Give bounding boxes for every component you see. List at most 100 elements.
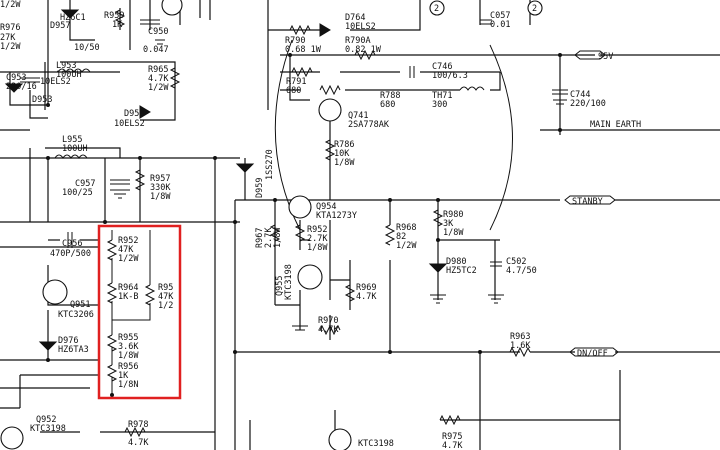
ground-symbols xyxy=(110,39,567,331)
label-q955-value: KTC3198 xyxy=(284,264,294,300)
label-r952b: R952 xyxy=(307,225,327,235)
label-r952b-value: 2.7K xyxy=(307,234,328,244)
capacitor-c957-symbol xyxy=(110,179,130,185)
resistor-r790a-symbol xyxy=(354,49,376,61)
label-c953-value: 220/16 xyxy=(6,82,37,92)
resistor-r965-symbol xyxy=(169,67,181,89)
label-r957-value: 330K xyxy=(150,183,171,193)
label-r965: R965 xyxy=(148,65,168,75)
label-c950-value: 0.047 xyxy=(143,45,169,55)
net-stanby-label: STANBY xyxy=(572,197,603,207)
label-r975: R975 xyxy=(442,432,462,442)
resistor-r790-symbol xyxy=(289,24,311,36)
label-r976: R976 xyxy=(0,23,20,33)
resistor-r959-symbol xyxy=(114,9,126,27)
label-r788: R788 xyxy=(380,91,400,101)
highlight-side-wire xyxy=(112,230,151,321)
label-r786: R786 xyxy=(334,140,354,150)
label-r968-watt: 1/2W xyxy=(396,241,417,251)
label-r959-value: 1K xyxy=(112,20,123,30)
label-r978-value: 4.7K xyxy=(128,438,149,448)
label-d980: D980 xyxy=(446,257,466,267)
label-r957: R957 xyxy=(150,174,170,184)
label-r791-value: 680 xyxy=(286,86,301,96)
label-r978: R978 xyxy=(128,420,148,430)
capacitor-c744-symbol xyxy=(552,89,568,95)
transistor-top-symbol xyxy=(161,0,183,16)
label-r975-value: 4.7K xyxy=(442,441,463,450)
label-c746-value: 100/6.3 xyxy=(432,71,468,81)
capacitor-c746-symbol xyxy=(409,66,415,78)
label-q952-value: KTC3198 xyxy=(30,424,66,434)
label-d957: D957 xyxy=(50,21,70,31)
label-c502: C502 xyxy=(506,257,526,267)
highlight-box xyxy=(97,224,182,400)
label-r952b-watt: 1/8W xyxy=(307,243,328,253)
inductor-l955-symbol xyxy=(54,154,88,159)
label-q954: Q954 xyxy=(316,202,336,212)
label-c957: C957 xyxy=(75,179,95,189)
diode-d976-symbol xyxy=(38,341,58,351)
ground-c950 xyxy=(155,39,165,45)
label-d953-value: 10ELS2 xyxy=(40,77,71,87)
label-r956: R956 xyxy=(118,362,138,372)
label-q951-value: KTC3206 xyxy=(58,310,94,320)
label-r955-watt: 1/8W xyxy=(118,351,139,361)
capacitor-c953-symbol xyxy=(20,77,40,83)
capacitor-c502-symbol xyxy=(490,261,502,267)
capacitor-c057-symbol xyxy=(480,19,492,25)
label-r791: R791 xyxy=(286,77,306,87)
label-r956-watt: 1/8N xyxy=(118,380,138,390)
label-d959-value: 1SS270 xyxy=(265,149,275,180)
resistor-r95-symbol xyxy=(144,284,156,306)
label-r965-value: 4.7K xyxy=(148,74,169,84)
label-d980-value: HZ5TC2 xyxy=(446,266,477,276)
diode-d957-symbol xyxy=(60,9,80,19)
resistor-r970-symbol xyxy=(319,324,341,336)
ground-c744 xyxy=(553,99,567,105)
label-r786-value: 10K xyxy=(334,149,350,159)
label-l953: L953 xyxy=(56,61,76,71)
label-r786-watt: 1/8W xyxy=(334,158,355,168)
label-r970: R970 xyxy=(318,316,338,326)
label-r790a: R790A xyxy=(345,36,371,46)
net-tag-95v xyxy=(574,50,606,60)
label-r980-watt: 1/8W xyxy=(443,228,464,238)
label-c956-value: 470P/500 xyxy=(50,249,91,259)
label-c744: C744 xyxy=(570,90,590,100)
label-c957-value: 100/25 xyxy=(62,188,93,198)
label-r952-value: 47K xyxy=(118,245,134,255)
components xyxy=(0,0,619,450)
label-r980-value: 3K xyxy=(443,219,454,229)
label-r957-watt: 1/8W xyxy=(150,192,171,202)
label-r95: R95 xyxy=(158,283,173,293)
label-d976-value: HZ6TA3 xyxy=(58,345,89,355)
main-earth-label: MAIN EARTH xyxy=(590,120,641,130)
resistor-r786-symbol xyxy=(324,139,336,161)
label-r790-value: 0.68 1W xyxy=(285,45,322,55)
label-r967-watt: 1/8W xyxy=(273,227,283,248)
label-r968: R968 xyxy=(396,223,416,233)
label-r964-value: 1K-B xyxy=(118,292,138,302)
label-q954-value: KTA1273Y xyxy=(316,211,357,221)
diode-d980-symbol xyxy=(428,263,448,273)
boundary-arcs xyxy=(274,39,513,231)
net-tag-dn-off xyxy=(569,347,619,357)
label-c746: C746 xyxy=(432,62,452,72)
label-r963: R963 xyxy=(510,332,530,342)
label-r964: R964 xyxy=(118,283,138,293)
label-q955: Q955 xyxy=(275,276,285,296)
label-r967-value: 2.7K xyxy=(264,227,274,248)
resistor-r955-symbol xyxy=(106,334,118,352)
label-top-watt: 1/2W xyxy=(0,0,21,10)
label-c057-value: 0.01 xyxy=(490,20,510,30)
label-d958: D958 xyxy=(124,109,144,119)
resistor-r957-symbol xyxy=(134,169,146,191)
label-d957-value: HZ6C1 xyxy=(60,13,86,23)
label-r788-value: 680 xyxy=(380,100,395,110)
label-10-50: 10/50 xyxy=(74,43,100,53)
resistor-r968-symbol xyxy=(384,224,396,246)
label-r976-watt: 1/2W xyxy=(0,42,21,52)
resistor-r975-symbol xyxy=(439,414,461,426)
